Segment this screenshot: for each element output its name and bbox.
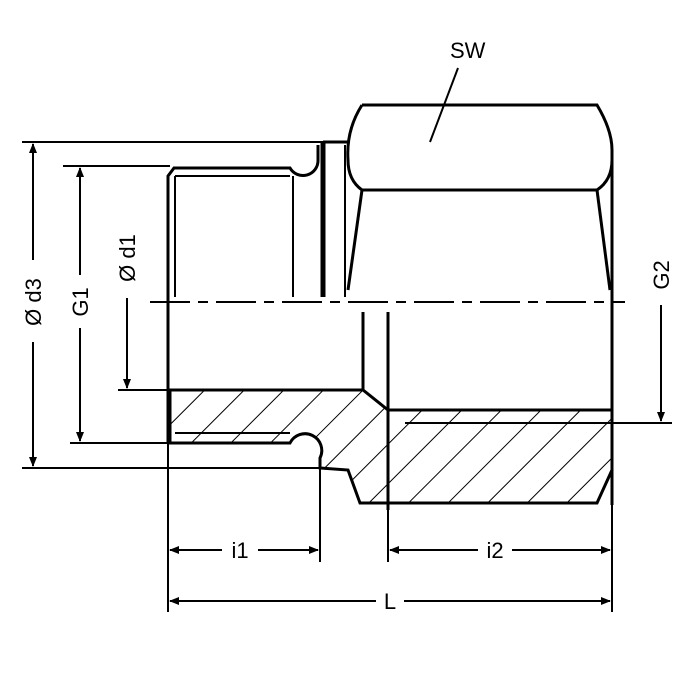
section-hatch xyxy=(168,388,614,505)
label-g2: G2 xyxy=(649,260,674,289)
label-g1: G1 xyxy=(68,287,93,316)
hex-body-outline xyxy=(323,103,614,510)
extension-lines xyxy=(22,141,672,612)
sw-leader-line xyxy=(429,67,459,143)
label-d1: Ø d1 xyxy=(115,234,140,282)
label-l: L xyxy=(384,589,396,614)
label-sw: SW xyxy=(450,38,486,63)
label-d3: Ø d3 xyxy=(21,278,46,326)
label-i2: i2 xyxy=(486,538,503,563)
male-thread-outline xyxy=(166,142,326,443)
label-i1: i1 xyxy=(231,538,248,563)
